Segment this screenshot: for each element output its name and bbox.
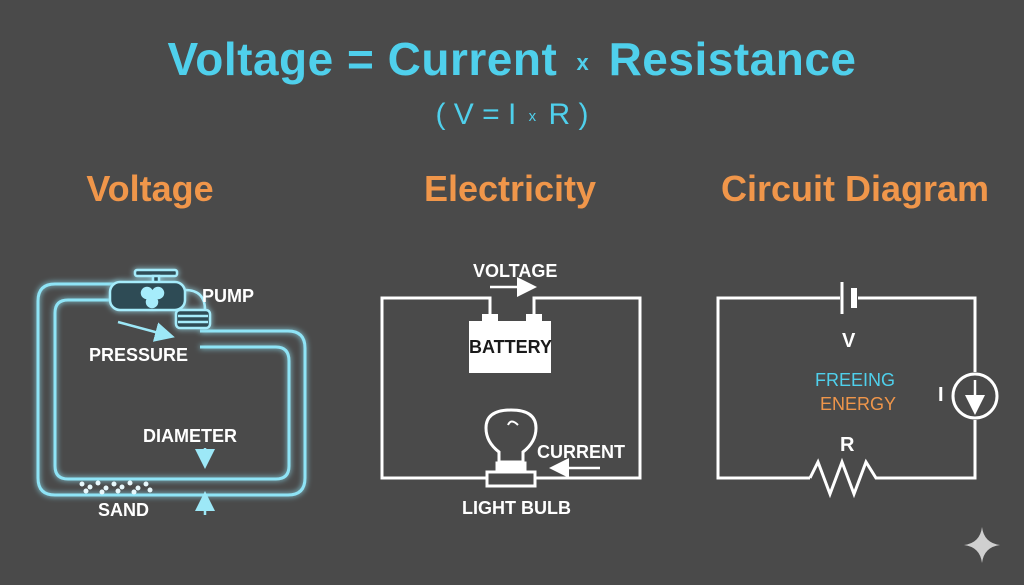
- freeing-label: FREEING: [815, 370, 896, 390]
- electricity-circuit: [380, 296, 642, 480]
- pressure-arrow: [117, 320, 175, 342]
- sparkle-icon: [964, 527, 1000, 563]
- title-times: x: [576, 49, 590, 75]
- battery-label: BATTERY: [469, 337, 552, 357]
- title-part2: Resistance: [608, 33, 857, 85]
- light-bulb-label: LIGHT BULB: [462, 498, 571, 518]
- battery-icon: [469, 314, 551, 373]
- energy-label: ENERGY: [820, 394, 897, 414]
- page-title: Voltage = Current x Resistance: [0, 32, 1024, 86]
- electricity-heading: Electricity: [423, 168, 597, 209]
- pipe-loop: [36, 282, 307, 497]
- pressure-label: PRESSURE: [89, 345, 189, 365]
- diameter-label: DIAMETER: [143, 426, 237, 446]
- subtitle-open: ( V = I: [435, 98, 517, 131]
- page-subtitle: ( V = I x R ): [0, 98, 1024, 132]
- subtitle-close: R ): [548, 98, 589, 131]
- r-label: R: [840, 434, 855, 456]
- subtitle-times: x: [528, 107, 537, 125]
- circuit-diagram: [716, 296, 999, 480]
- i-label: I: [938, 384, 944, 406]
- pump-label: PUMP: [202, 286, 255, 306]
- lightbulb-icon: [484, 408, 538, 488]
- title-part1: Voltage = Current: [167, 33, 558, 85]
- sand-label: SAND: [98, 500, 150, 520]
- circuit-heading: Circuit Diagram: [720, 168, 990, 209]
- v-label: V: [842, 330, 856, 352]
- battery-symbol: [840, 282, 857, 314]
- current-label: CURRENT: [537, 442, 625, 462]
- voltage-label: VOLTAGE: [473, 261, 558, 281]
- voltage-heading: Voltage: [86, 168, 214, 209]
- resistor-icon: [808, 457, 882, 499]
- sand-icon: [79, 480, 153, 495]
- faucet-icon: [108, 268, 212, 330]
